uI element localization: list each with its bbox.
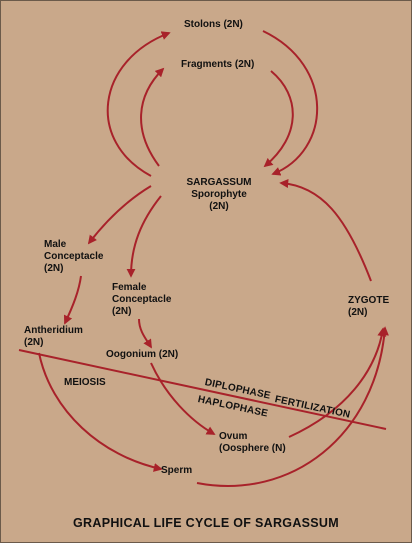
arrow-antheridium-to-sperm xyxy=(38,352,163,472)
diagram-title: GRAPHICAL LIFE CYCLE OF SARGASSUM xyxy=(73,516,339,530)
arrow-zygote-to-sporophyte xyxy=(279,179,372,282)
arrow-male-to-antheridium xyxy=(63,275,82,325)
phase-divider-line xyxy=(18,349,387,430)
arrow-sporophyte-to-stolons xyxy=(106,31,171,177)
node-fragments: Fragments (2N) xyxy=(181,59,255,70)
arrow-female-to-oogonium xyxy=(138,318,152,349)
node-ovum: Ovum (Oosphere (N) xyxy=(219,431,286,454)
node-stolons: Stolons (2N) xyxy=(184,19,243,30)
node-meiosis: MEIOSIS xyxy=(64,377,106,388)
arrow-sporophyte-to-male xyxy=(87,185,152,245)
node-antheridium: Antheridium (2N) xyxy=(24,325,83,348)
arrow-stolons-to-sporophyte xyxy=(262,30,319,176)
node-sporophyte: SARGASSUM Sporophyte (2N) xyxy=(186,177,252,212)
arrow-ovum-to-zygote xyxy=(288,327,387,438)
arrow-sporophyte-to-female xyxy=(126,195,162,278)
node-sperm: Sperm xyxy=(161,465,193,476)
node-zygote: ZYGOTE (2N) xyxy=(348,295,390,318)
node-female-conceptacle: Female Conceptacle (2N) xyxy=(112,282,172,317)
arrow-sporophyte-to-fragments xyxy=(140,67,165,167)
arrow-oogonium-to-ovum xyxy=(150,362,216,435)
arrow-fragments-to-sporophyte xyxy=(263,70,294,168)
node-oogonium: Oogonium (2N) xyxy=(106,349,179,360)
node-male-conceptacle: Male Conceptacle (2N) xyxy=(44,239,104,274)
arrow-sperm-to-zygote xyxy=(196,326,389,487)
